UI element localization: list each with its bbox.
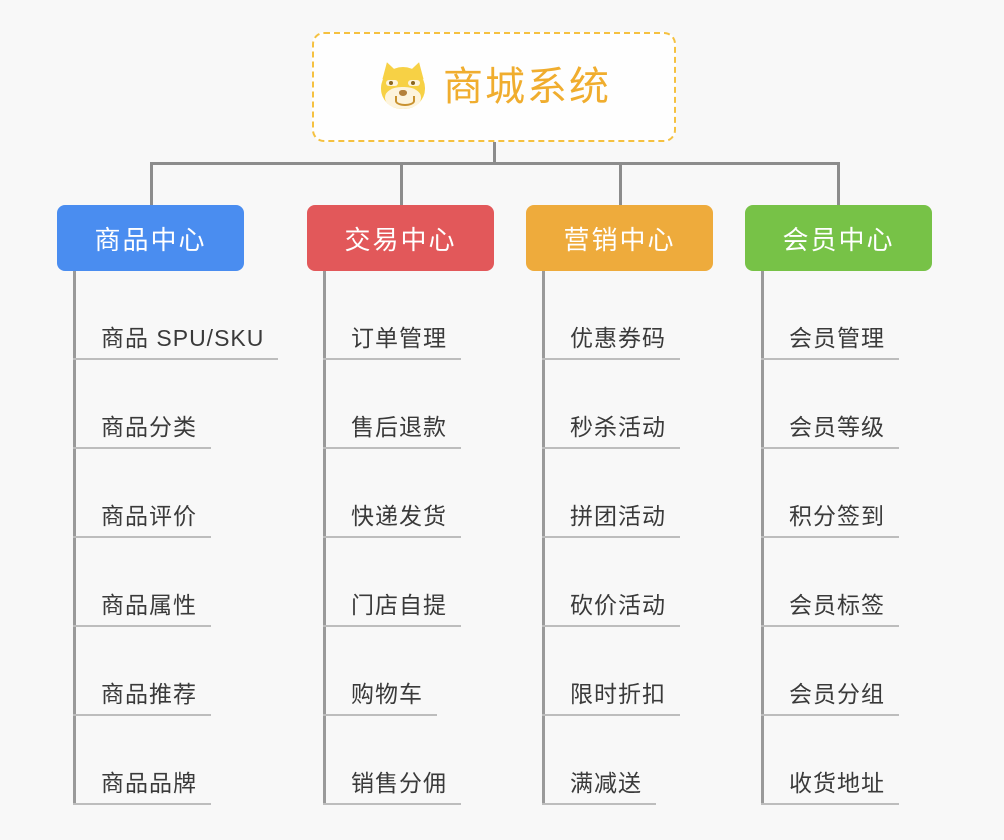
connector-root-stem xyxy=(493,142,496,164)
category-header-product-center[interactable]: 商品中心 xyxy=(57,205,244,271)
leaf-label: 购物车 xyxy=(351,680,423,707)
category-label: 交易中心 xyxy=(344,224,457,255)
branch-spine xyxy=(323,271,326,805)
leaf-item[interactable]: 快递发货 xyxy=(323,449,494,538)
leaf-label: 拼团活动 xyxy=(570,502,666,529)
leaf-label: 积分签到 xyxy=(789,502,885,529)
leaf-label: 会员标签 xyxy=(789,591,885,618)
leaf-label: 商品属性 xyxy=(101,591,197,618)
leaf-item[interactable]: 收货地址 xyxy=(761,716,932,805)
leaf-item[interactable]: 拼团活动 xyxy=(542,449,713,538)
leaf-list-member-center: 会员管理 会员等级 积分签到 会员标签 会员分组 收货地址 xyxy=(761,271,932,805)
branch-spine xyxy=(73,271,76,805)
leaf-item[interactable]: 会员标签 xyxy=(761,538,932,627)
leaf-item[interactable]: 商品属性 xyxy=(73,538,244,627)
leaf-label: 会员管理 xyxy=(789,324,885,351)
leaf-item[interactable]: 限时折扣 xyxy=(542,627,713,716)
leaf-item[interactable]: 购物车 xyxy=(323,627,494,716)
connector-drop-2 xyxy=(400,162,403,205)
leaf-item[interactable]: 优惠券码 xyxy=(542,271,713,360)
leaf-item[interactable]: 商品评价 xyxy=(73,449,244,538)
leaf-item[interactable]: 订单管理 xyxy=(323,271,494,360)
category-header-trade-center[interactable]: 交易中心 xyxy=(307,205,494,271)
leaf-item[interactable]: 门店自提 xyxy=(323,538,494,627)
category-label: 商品中心 xyxy=(94,224,207,255)
leaf-item[interactable]: 砍价活动 xyxy=(542,538,713,627)
leaf-label: 商品品牌 xyxy=(101,769,197,796)
branch-spine xyxy=(542,271,545,805)
leaf-label: 快递发货 xyxy=(351,502,447,529)
leaf-label: 商品评价 xyxy=(101,502,197,529)
leaf-label: 满减送 xyxy=(570,769,642,796)
leaf-label: 会员分组 xyxy=(789,680,885,707)
branch-trade-center: 交易中心 订单管理 售后退款 快递发货 门店自提 购物车 销售分佣 xyxy=(307,205,494,805)
leaf-item[interactable]: 销售分佣 xyxy=(323,716,494,805)
connector-drop-4 xyxy=(837,162,840,205)
leaf-label: 收货地址 xyxy=(789,769,885,796)
leaf-item[interactable]: 会员分组 xyxy=(761,627,932,716)
root-title: 商城系统 xyxy=(443,65,611,109)
leaf-item[interactable]: 售后退款 xyxy=(323,360,494,449)
leaf-label: 商品分类 xyxy=(101,413,197,440)
leaf-item[interactable]: 商品推荐 xyxy=(73,627,244,716)
leaf-item[interactable]: 商品 SPU/SKU xyxy=(73,271,279,360)
leaf-label: 秒杀活动 xyxy=(570,413,666,440)
category-header-marketing-center[interactable]: 营销中心 xyxy=(526,205,713,271)
branch-member-center: 会员中心 会员管理 会员等级 积分签到 会员标签 会员分组 收货地址 xyxy=(745,205,932,805)
leaf-label: 砍价活动 xyxy=(570,591,666,618)
leaf-item[interactable]: 会员等级 xyxy=(761,360,932,449)
branch-marketing-center: 营销中心 优惠券码 秒杀活动 拼团活动 砍价活动 限时折扣 满减送 xyxy=(526,205,713,805)
leaf-label: 销售分佣 xyxy=(351,769,447,796)
category-header-member-center[interactable]: 会员中心 xyxy=(745,205,932,271)
leaf-label: 门店自提 xyxy=(351,591,447,618)
branch-spine xyxy=(761,271,764,805)
leaf-label: 会员等级 xyxy=(789,413,885,440)
shiba-inu-face-icon xyxy=(377,59,429,113)
branch-product-center: 商品中心 商品 SPU/SKU 商品分类 商品评价 商品属性 商品推荐 商品品牌 xyxy=(57,205,279,805)
connector-drop-3 xyxy=(619,162,622,205)
root-node[interactable]: 商城系统 xyxy=(312,32,676,142)
category-label: 会员中心 xyxy=(782,224,895,255)
leaf-item[interactable]: 商品品牌 xyxy=(73,716,244,805)
leaf-item[interactable]: 秒杀活动 xyxy=(542,360,713,449)
category-label: 营销中心 xyxy=(563,224,676,255)
leaf-list-marketing-center: 优惠券码 秒杀活动 拼团活动 砍价活动 限时折扣 满减送 xyxy=(542,271,713,805)
leaf-label: 售后退款 xyxy=(351,413,447,440)
connector-horizontal-bus xyxy=(150,162,840,165)
leaf-item[interactable]: 满减送 xyxy=(542,716,713,805)
leaf-item[interactable]: 会员管理 xyxy=(761,271,932,360)
leaf-label: 优惠券码 xyxy=(570,324,666,351)
leaf-item[interactable]: 商品分类 xyxy=(73,360,244,449)
leaf-label: 商品推荐 xyxy=(101,680,197,707)
leaf-list-product-center: 商品 SPU/SKU 商品分类 商品评价 商品属性 商品推荐 商品品牌 xyxy=(73,271,279,805)
leaf-label: 商品 SPU/SKU xyxy=(101,324,265,351)
leaf-label: 限时折扣 xyxy=(570,680,666,707)
leaf-item[interactable]: 积分签到 xyxy=(761,449,932,538)
leaf-list-trade-center: 订单管理 售后退款 快递发货 门店自提 购物车 销售分佣 xyxy=(323,271,494,805)
leaf-label: 订单管理 xyxy=(351,324,447,351)
connector-drop-1 xyxy=(150,162,153,205)
